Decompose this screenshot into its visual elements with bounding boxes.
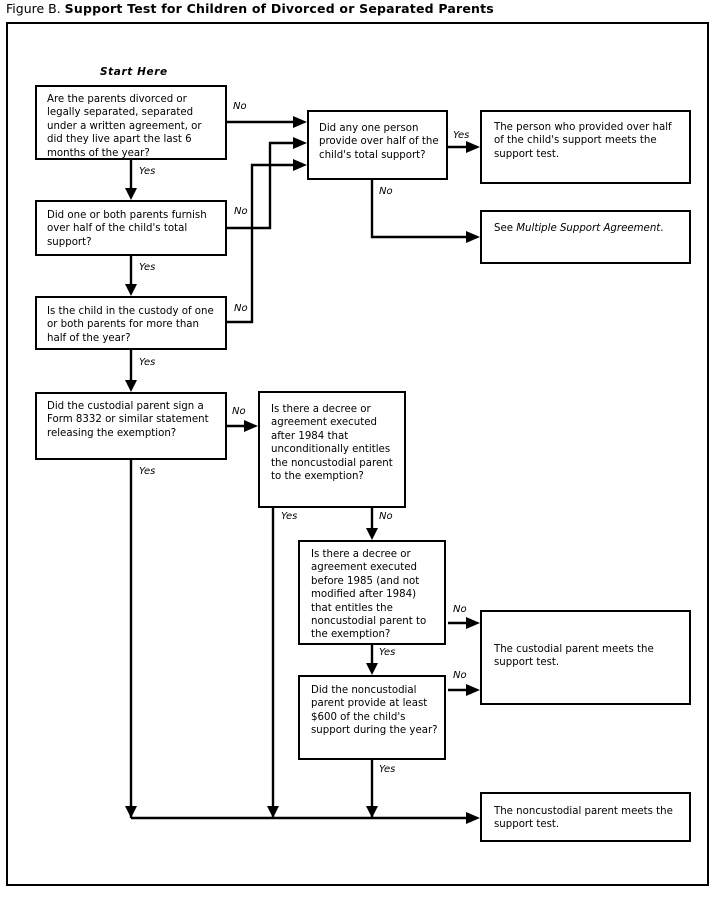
edge-label-q2-no: No <box>234 206 248 217</box>
node-q3-text: Is the child in the custody of one or bo… <box>47 306 214 344</box>
edge-label-q6-no: No <box>379 511 393 522</box>
page-title: Figure B. Support Test for Children of D… <box>6 1 494 17</box>
figure-title-text: Support Test for Children of Divorced or… <box>64 1 494 16</box>
node-r2[interactable]: See Multiple Support Agreement. <box>480 210 691 264</box>
node-q5-text: Did any one person provide over half of … <box>319 123 439 161</box>
edge-label-q7-yes: Yes <box>379 647 396 658</box>
node-q4-text: Did the custodial parent sign a Form 833… <box>47 401 209 439</box>
edge-label-q4-no: No <box>232 406 246 417</box>
node-q6-text: Is there a decree or agreement executed … <box>271 404 393 483</box>
edge-label-q1-no: No <box>233 101 247 112</box>
edge-label-q3-yes: Yes <box>139 357 156 368</box>
node-q1[interactable]: Are the parents divorced or legally sepa… <box>35 85 227 160</box>
node-r1[interactable]: The person who provided over half of the… <box>480 110 691 184</box>
node-r2-prefix: See <box>494 223 517 234</box>
edge-label-q6-yes: Yes <box>281 511 298 522</box>
edge-label-q3-no: No <box>234 303 248 314</box>
node-q6[interactable]: Is there a decree or agreement executed … <box>258 391 406 508</box>
node-q4[interactable]: Did the custodial parent sign a Form 833… <box>35 392 227 460</box>
edge-label-q4-yes: Yes <box>139 466 156 477</box>
node-q1-text: Are the parents divorced or legally sepa… <box>47 94 202 159</box>
node-r4-text: The noncustodial parent meets the suppor… <box>494 806 673 831</box>
edge-label-q8-no: No <box>453 670 467 681</box>
node-q7[interactable]: Is there a decree or agreement executed … <box>298 540 446 645</box>
node-q7-text: Is there a decree or agreement executed … <box>311 549 427 641</box>
edge-label-q5-yes: Yes <box>453 130 470 141</box>
node-r3[interactable]: The custodial parent meets the support t… <box>480 610 691 705</box>
edge-label-q2-yes: Yes <box>139 262 156 273</box>
node-r4[interactable]: The noncustodial parent meets the suppor… <box>480 792 691 842</box>
edge-label-q1-yes: Yes <box>139 166 156 177</box>
node-q5[interactable]: Did any one person provide over half of … <box>307 110 448 180</box>
node-r2-italic: Multiple Support Agreement <box>516 223 661 234</box>
edge-label-q8-yes: Yes <box>379 764 396 775</box>
node-r3-text: The custodial parent meets the support t… <box>494 644 654 669</box>
node-q2-text: Did one or both parents furnish over hal… <box>47 210 207 248</box>
edge-label-q5-no: No <box>379 186 393 197</box>
node-q3[interactable]: Is the child in the custody of one or bo… <box>35 296 227 350</box>
node-r2-text: See Multiple Support Agreement. <box>494 222 684 235</box>
node-r2-suffix: . <box>660 223 664 234</box>
start-here-label: Start Here <box>100 66 168 78</box>
node-q8-text: Did the noncustodial parent provide at l… <box>311 685 438 737</box>
node-q2[interactable]: Did one or both parents furnish over hal… <box>35 200 227 256</box>
node-q8[interactable]: Did the noncustodial parent provide at l… <box>298 675 446 760</box>
node-r1-text: The person who provided over half of the… <box>494 122 672 160</box>
figure-label: Figure B. <box>6 1 61 16</box>
edge-label-q7-no: No <box>453 604 467 615</box>
